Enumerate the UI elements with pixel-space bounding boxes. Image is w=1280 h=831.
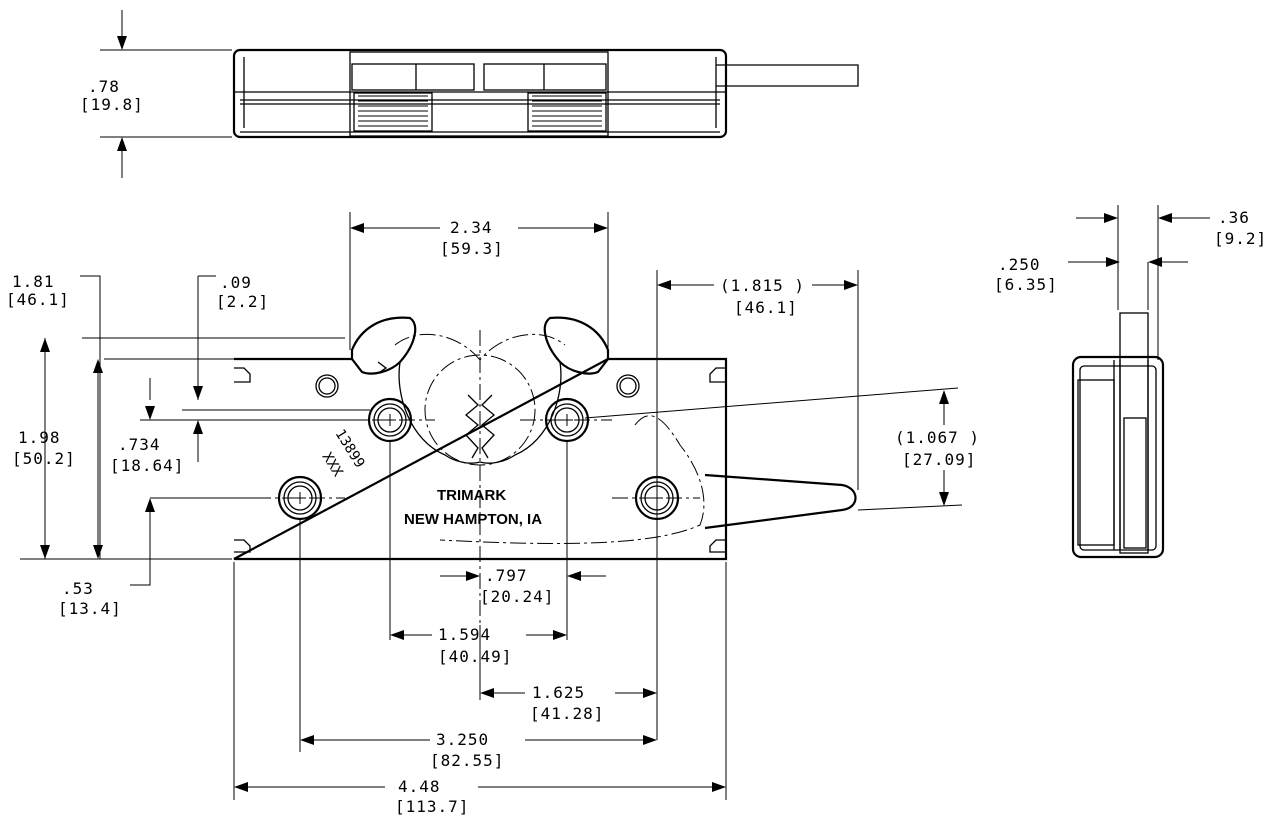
- dimension-labels: .78 [19.8] 2.34 [59.3] 1.81 [46.1] .09 […: [6, 77, 1267, 816]
- dim-center-half-in: .797: [485, 566, 528, 585]
- dim-hole-offset-mm: [18.64]: [110, 456, 184, 475]
- dim-lever-height-in: (1.067 ): [895, 428, 980, 447]
- top-view: [100, 10, 859, 178]
- side-view: [1068, 205, 1210, 559]
- code-marking: XXX: [319, 450, 346, 480]
- dim-hole-span-lower-in: 3.250: [436, 730, 489, 749]
- dim-jaw-offset-mm: [2.2]: [216, 292, 269, 311]
- dim-plate-thickness-mm: [6.35]: [994, 275, 1058, 294]
- right-spring: [527, 92, 607, 132]
- front-dimension-lines: [20, 212, 963, 800]
- dim-hole-span-upper-in: 1.594: [438, 625, 491, 644]
- dim-hole-span-upper-mm: [40.49]: [438, 647, 512, 666]
- dim-bottom-hole-in: .53: [62, 579, 94, 598]
- dim-overall-height-in: 1.81: [12, 272, 55, 291]
- dim-jaw-span-mm: [59.3]: [440, 239, 504, 258]
- dim-overall-width-mm: [113.7]: [395, 797, 469, 816]
- dim-overall-height-mm: [46.1]: [6, 290, 70, 309]
- dim-jaw-offset-in: .09: [220, 273, 252, 292]
- dim-hole-span-right-mm: [41.28]: [530, 704, 604, 723]
- part-markings: TRIMARK NEW HAMPTON, IA 13899 XXX: [319, 427, 543, 528]
- dim-side-thickness-mm: [9.2]: [1214, 229, 1267, 248]
- dim-hole-offset-in: .734: [118, 435, 161, 454]
- dim-height-top-mm: [19.8]: [80, 95, 144, 114]
- dim-lever-height-mm: [27.09]: [902, 450, 976, 469]
- dim-body-height-in: 1.98: [18, 428, 61, 447]
- dim-lever-offset-mm: [46.1]: [734, 298, 798, 317]
- left-spring: [353, 92, 433, 132]
- dim-height-top-in: .78: [88, 77, 120, 96]
- location-marking: NEW HAMPTON, IA: [404, 511, 542, 528]
- dim-plate-thickness-in: .250: [998, 255, 1041, 274]
- dim-center-half-mm: [20.24]: [480, 587, 554, 606]
- dim-hole-span-right-in: 1.625: [532, 683, 585, 702]
- brand-marking: TRIMARK: [437, 487, 506, 504]
- dim-overall-width-in: 4.48: [398, 777, 441, 796]
- dim-body-height-mm: [50.2]: [12, 449, 76, 468]
- dim-side-thickness-in: .36: [1218, 208, 1250, 227]
- dim-lever-offset-in: (1.815 ): [720, 276, 805, 295]
- dim-jaw-span-in: 2.34: [450, 218, 493, 237]
- dim-hole-span-lower-mm: [82.55]: [430, 751, 504, 770]
- dim-bottom-hole-mm: [13.4]: [58, 599, 122, 618]
